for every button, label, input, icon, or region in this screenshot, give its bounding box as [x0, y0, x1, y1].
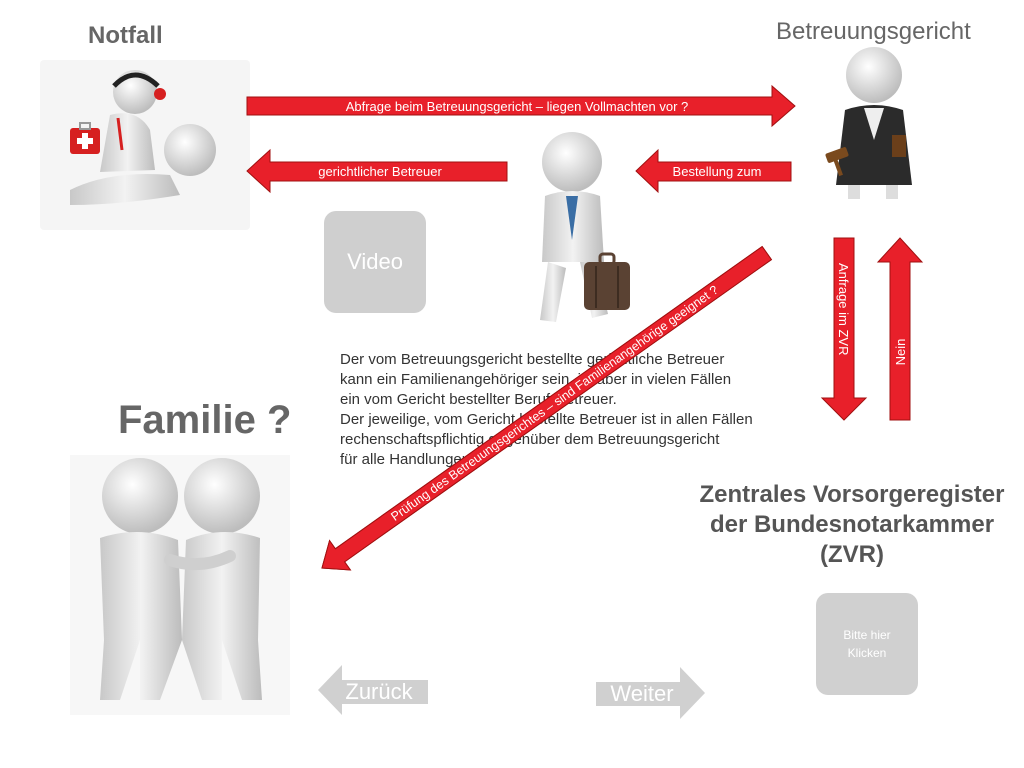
- arrow-abfrage-label: Abfrage beim Betreuungsgericht – liegen …: [346, 99, 689, 114]
- explanation-line: Der jeweilige, vom Gericht bestellte Bet…: [340, 411, 753, 428]
- arrow-nein-label: Nein: [893, 339, 908, 366]
- next-button[interactable]: Weiter: [596, 667, 705, 719]
- arrow-anfrage-zvr-label: Anfrage im ZVR: [836, 263, 851, 355]
- zvr-title: Zentrales Vorsorgeregister der Bundesnot…: [680, 480, 1024, 570]
- next-button-label: Weiter: [610, 681, 673, 706]
- emergency-doctor-figure: [40, 60, 250, 230]
- video-button[interactable]: Video: [324, 211, 426, 313]
- betreuer-figure: [540, 132, 630, 322]
- arrow-abfrage: Abfrage beim Betreuungsgericht – liegen …: [246, 84, 796, 128]
- click-here-button[interactable]: Bitte hier Klicken: [816, 593, 918, 695]
- back-button-label: Zurück: [345, 679, 413, 704]
- explanation-line: rechenschaftspflichtig gegenüber dem Bet…: [340, 431, 720, 448]
- click-here-line2: Klicken: [847, 646, 887, 660]
- video-button-label: Video: [347, 249, 403, 274]
- notfall-title: Notfall: [88, 22, 163, 49]
- explanation-line: ein vom Gericht bestellter Berufsbetreue…: [340, 391, 617, 408]
- back-button[interactable]: Zurück: [318, 665, 428, 715]
- explanation-text: Der vom Betreuungsgericht bestellte geri…: [340, 350, 820, 470]
- explanation-line: kann ein Familienangehöriger sein, ist a…: [340, 371, 732, 388]
- betreuungsgericht-title: Betreuungsgericht: [776, 18, 971, 45]
- zvr-title-line1: Zentrales Vorsorgeregister: [699, 481, 1005, 508]
- zvr-title-line3: (ZVR): [820, 541, 884, 568]
- arrow-gerichtlicher-betreuer: gerichtlicher Betreuer: [246, 148, 508, 194]
- arrow-bestellung-label: Bestellung zum: [673, 164, 762, 179]
- click-here-line1: Bitte hier: [843, 628, 891, 642]
- arrow-bestellung: Bestellung zum: [635, 148, 792, 194]
- arrow-gerichtlicher-betreuer-label: gerichtlicher Betreuer: [318, 164, 442, 179]
- familie-title: Familie ?: [118, 398, 292, 442]
- zvr-title-line2: der Bundesnotarkammer: [709, 511, 995, 538]
- explanation-line: Der vom Betreuungsgericht bestellte geri…: [340, 351, 725, 368]
- judge-figure: [825, 47, 912, 199]
- arrow-nein: Nein: [876, 237, 924, 421]
- explanation-line: für alle Handlungen: [340, 451, 471, 468]
- arrow-anfrage-zvr: Anfrage im ZVR: [820, 237, 868, 421]
- family-figure: [70, 455, 290, 715]
